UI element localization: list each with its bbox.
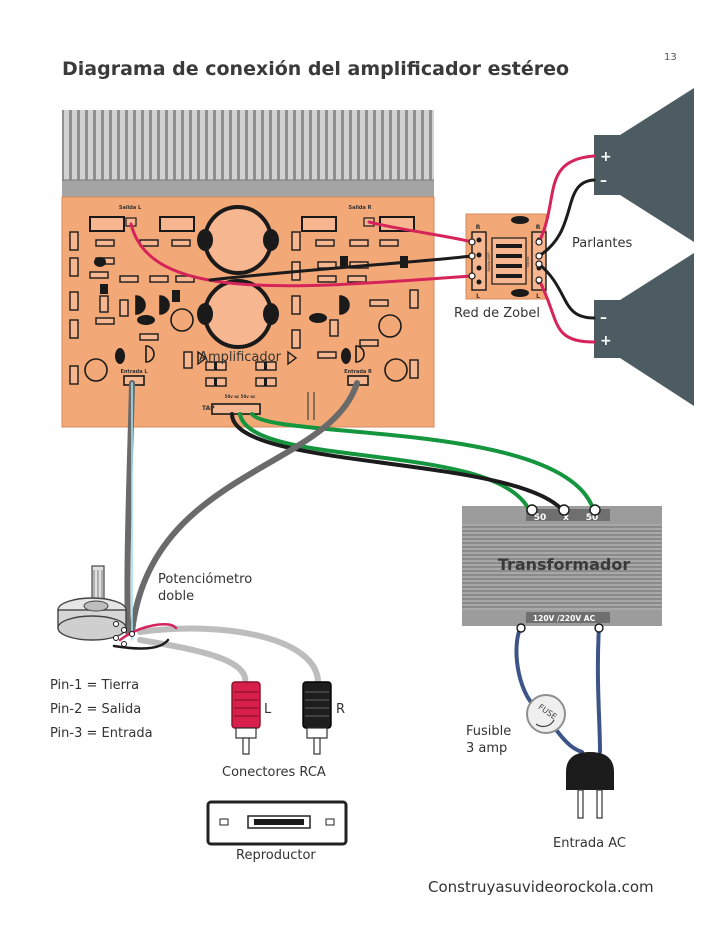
zobel-terminals [468,238,543,284]
wire-gray-left-input [124,380,135,635]
potentiometer-label-line2: doble [158,589,195,604]
rca-left-connector [231,681,261,755]
wire-gray-to-rca-left [137,637,249,687]
pin-3-label: Pin-3 = Entrada [50,726,153,741]
fuse: FUSE [526,694,566,734]
wire-red-speaker-top [537,154,596,244]
amp-input-right-label: Entrada R [344,369,372,375]
fuse-label-line2: 3 amp [466,741,508,756]
player-device [206,800,348,846]
speaker-bottom-minus: – [600,310,607,326]
transformer: 50 x 50 120V /220V AC Transformador [462,506,662,626]
speakers-label: Parlantes [572,236,633,251]
zobel-corner-l2: L [536,293,540,300]
transformer-label: Transformador [498,555,631,574]
zobel-side-right: Salida [526,257,530,268]
speaker-top-minus: – [600,173,607,189]
amp-tap-label: TAP [202,405,215,412]
rca-right-connector [302,681,332,755]
wire-green-right [250,412,596,514]
zobel-label: Red de Zobel [454,306,540,321]
potentiometer [57,565,135,647]
ac-plug [566,752,614,819]
amp-output-left-label: Salida L [119,205,142,211]
page-title: Diagrama de conexión del amplificador es… [62,58,570,80]
transformer-secondary-a: 50 [534,513,547,523]
wire-black-amp-ground [208,254,474,282]
wire-red-amp-right [367,220,474,244]
amplifier-label: Amplificador [199,350,282,365]
zobel-corner-r1: R [476,224,481,231]
amplifier-board: Salida L Salida R Entrada L Entrada R 50… [61,196,435,428]
website-footer: Construyasuvideorockola.com [428,878,654,896]
wire-gray-right-input [129,380,360,635]
transformer-terminals [516,504,604,633]
zobel-corner-r2: R [536,224,541,231]
zobel-corner-l1: L [476,293,480,300]
wire-red-speaker-bottom [537,278,596,344]
pin-1-label: Pin-1 = Tierra [50,678,140,693]
amp-input-left-label: Entrada L [120,369,148,375]
amp-output-right-label: Salida R [349,205,372,211]
wire-blue-right [595,624,602,754]
speaker-top [594,88,694,242]
wire-black-center [230,412,566,514]
rca-label: Conectores RCA [222,765,326,780]
wire-red-pot [118,622,178,642]
player-label: Reproductor [236,848,316,863]
speaker-bottom-plus: + [600,333,612,349]
transformer-primary-label: 120V /220V AC [533,614,596,623]
potentiometer-label-line1: Potenciómetro [158,572,253,587]
wire-red-amp-left [129,222,474,288]
rca-right-letter: R [336,702,346,717]
wire-black-speaker-top [537,178,596,258]
pin-2-label: Pin-2 = Salida [50,702,142,717]
transformer-secondary-x: x [563,513,569,523]
wire-black-pot [112,638,170,650]
rca-left-letter: L [264,702,272,717]
ac-input-label: Entrada AC [553,836,626,851]
wire-gray-to-rca-right [137,625,322,687]
speaker-top-plus: + [600,149,612,165]
fuse-label-line1: Fusible [466,724,512,739]
wires [112,154,602,754]
transformer-secondary-b: 50 [586,513,599,523]
heatsink [62,110,434,197]
amp-power-pads-label: 50v ac 50v ac [225,394,256,399]
zobel-board: R R L L Salida AMP Salida [465,213,547,300]
wire-black-speaker-bottom [537,262,596,320]
speaker-bottom [594,253,694,406]
page-number: 13 [664,52,677,63]
wire-green-left [238,412,532,514]
zobel-side-left: Salida AMP [487,252,491,271]
